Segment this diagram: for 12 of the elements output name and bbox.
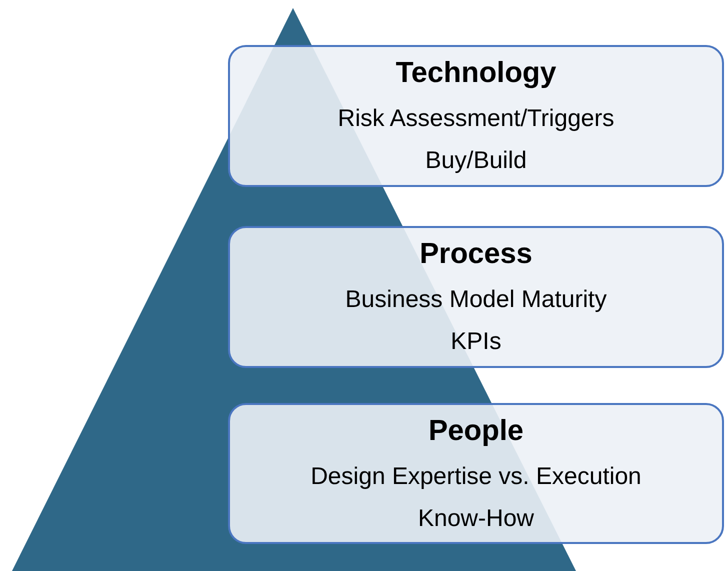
text-box — [228, 45, 724, 187]
text-box — [228, 226, 724, 368]
box-heading: People — [428, 414, 524, 449]
box-text: Buy/Build — [425, 147, 527, 175]
box-text: Business Model Maturity — [345, 286, 607, 314]
box-text: Know-How — [418, 505, 534, 533]
box-heading: Process — [420, 237, 532, 272]
box-heading: Technology — [396, 56, 556, 91]
box-text: Risk Assessment/Triggers — [338, 105, 614, 133]
box-text: KPIs — [450, 328, 502, 356]
text-box — [228, 403, 724, 544]
box-text: Design Expertise vs. Execution — [310, 463, 642, 491]
